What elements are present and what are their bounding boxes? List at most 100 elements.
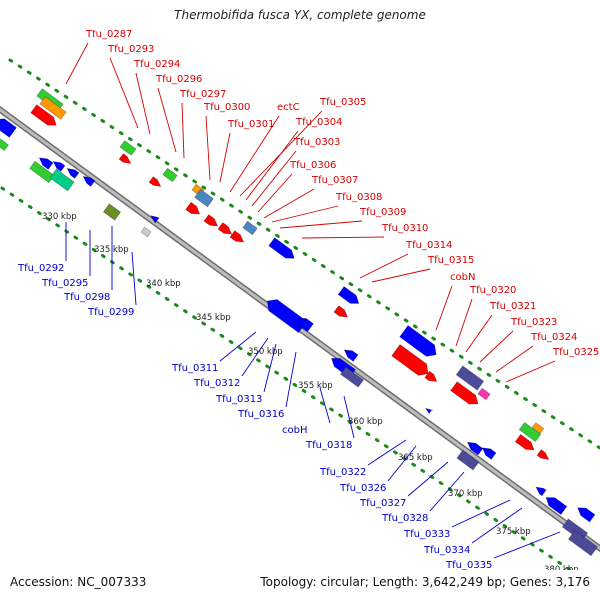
forward-leader-22 — [479, 330, 514, 363]
forward-gene-25-shape — [531, 422, 545, 434]
forward-gene-label: Tfu_0293 — [107, 44, 154, 55]
reverse-leader-6 — [241, 337, 269, 377]
forward-gene-12-shape — [217, 222, 233, 235]
reverse-gene-25-shape — [568, 529, 598, 557]
forward-leader-21 — [465, 314, 493, 353]
forward-leader-6 — [205, 115, 211, 181]
forward-gene-label: Tfu_0307 — [311, 175, 358, 186]
scale-tick-label: 335 kbp — [94, 245, 129, 255]
forward-gene-label: Tfu_0310 — [381, 223, 428, 234]
reverse-gene-21 — [535, 486, 547, 497]
forward-gene-7-shape — [162, 167, 178, 183]
forward-gene-5 — [118, 153, 132, 164]
forward-gene-label: cobN — [450, 272, 475, 283]
forward-gene-10 — [185, 201, 201, 215]
forward-gene-2-shape — [39, 96, 67, 120]
reverse-gene-14-shape — [343, 349, 359, 362]
reverse-gene-16 — [340, 366, 364, 388]
scale-tick-label: 365 kbp — [398, 453, 433, 463]
reverse-gene-6 — [82, 176, 96, 187]
forward-leader-18 — [371, 268, 431, 283]
forward-gene-label: Tfu_0304 — [295, 117, 342, 128]
reverse-leader-15 — [451, 499, 511, 528]
reverse-gene-6-shape — [82, 176, 96, 187]
forward-gene-label: Tfu_0321 — [489, 301, 536, 312]
forward-gene-16-shape — [337, 286, 360, 304]
forward-gene-22 — [450, 381, 479, 405]
reverse-gene-1 — [0, 118, 17, 138]
forward-gene-17-shape — [333, 305, 349, 318]
reverse-leader-17 — [493, 531, 561, 559]
scale-tick-label: 355 kbp — [298, 381, 333, 391]
forward-gene-label: Tfu_0306 — [289, 160, 336, 171]
forward-gene-label: Tfu_0315 — [427, 255, 474, 266]
reverse-leader-12 — [387, 445, 417, 482]
forward-leader-13 — [263, 188, 315, 219]
reverse-leader-10 — [343, 395, 355, 439]
forward-outer-track — [8, 58, 600, 450]
forward-leader-16 — [301, 236, 385, 239]
forward-gene-label: Tfu_0305 — [319, 97, 366, 108]
forward-gene-6 — [148, 176, 162, 187]
reverse-gene-label: Tfu_0311 — [171, 363, 218, 374]
reverse-gene-2-shape — [0, 135, 9, 151]
forward-gene-13-shape — [229, 230, 245, 243]
reverse-gene-4-shape — [52, 161, 66, 172]
reverse-gene-22-shape — [545, 497, 568, 515]
forward-gene-26-shape — [514, 434, 535, 451]
reverse-gene-9-shape — [102, 203, 122, 221]
forward-gene-label: Tfu_0301 — [227, 119, 274, 130]
scale-tick-label: 370 kbp — [448, 489, 483, 499]
forward-gene-label: ectC — [277, 102, 300, 113]
forward-leader-19 — [435, 285, 453, 331]
reverse-leader-4 — [131, 251, 137, 306]
forward-gene-label: Tfu_0325 — [552, 347, 599, 358]
forward-leader-24 — [505, 360, 556, 383]
forward-leader-11 — [251, 150, 297, 207]
reverse-gene-label: cobH — [282, 425, 307, 436]
forward-leader-17 — [359, 253, 409, 279]
genome-summary-text: Topology: circular; Length: 3,642,249 bp… — [260, 575, 590, 589]
reverse-gene-label: Tfu_0312 — [193, 378, 240, 389]
map-title: Thermobifida fusca YX, complete genome — [174, 8, 426, 22]
forward-gene-label: Tfu_0303 — [293, 137, 340, 148]
reverse-gene-19 — [481, 447, 497, 460]
forward-gene-27-shape — [536, 449, 550, 460]
forward-gene-23 — [477, 387, 491, 401]
reverse-gene-1-shape — [0, 118, 17, 138]
forward-leader-2 — [109, 57, 139, 129]
reverse-gene-label: Tfu_0292 — [17, 263, 64, 274]
forward-gene-25 — [531, 422, 545, 434]
forward-gene-9-shape — [194, 188, 214, 208]
forward-leader-5 — [181, 102, 185, 159]
reverse-gene-11-shape — [150, 215, 160, 224]
forward-gene-4-shape — [119, 140, 137, 156]
reverse-gene-13-shape — [297, 317, 314, 333]
reverse-gene-14 — [343, 349, 359, 362]
forward-gene-10-shape — [185, 201, 201, 215]
scale-tick-label: 350 kbp — [248, 347, 283, 357]
reverse-leader-16 — [471, 507, 523, 544]
forward-gene-label: Tfu_0323 — [510, 317, 557, 328]
forward-leader-3 — [135, 72, 151, 135]
forward-gene-14-shape — [242, 220, 258, 236]
reverse-gene-20 — [456, 449, 480, 471]
reverse-gene-label: Tfu_0313 — [215, 394, 262, 405]
reverse-gene-label: Tfu_0335 — [445, 560, 492, 571]
reverse-gene-11 — [150, 215, 160, 224]
reverse-leader-8 — [285, 351, 297, 408]
forward-leader-14 — [271, 205, 339, 223]
forward-gene-19-shape — [391, 344, 429, 376]
reverse-leader-7 — [263, 343, 277, 393]
reverse-gene-label: Tfu_0316 — [237, 409, 284, 420]
reverse-gene-18-shape — [467, 441, 484, 456]
forward-gene-label: Tfu_0287 — [85, 29, 132, 40]
forward-gene-7 — [162, 167, 178, 183]
forward-gene-4 — [119, 140, 137, 156]
scale-tick-label: 345 kbp — [196, 313, 231, 323]
reverse-gene-label: Tfu_0318 — [305, 440, 352, 451]
forward-gene-label: Tfu_0294 — [133, 59, 180, 70]
scale-tick-label: 380 kbp — [544, 565, 579, 575]
forward-gene-3 — [30, 104, 57, 126]
